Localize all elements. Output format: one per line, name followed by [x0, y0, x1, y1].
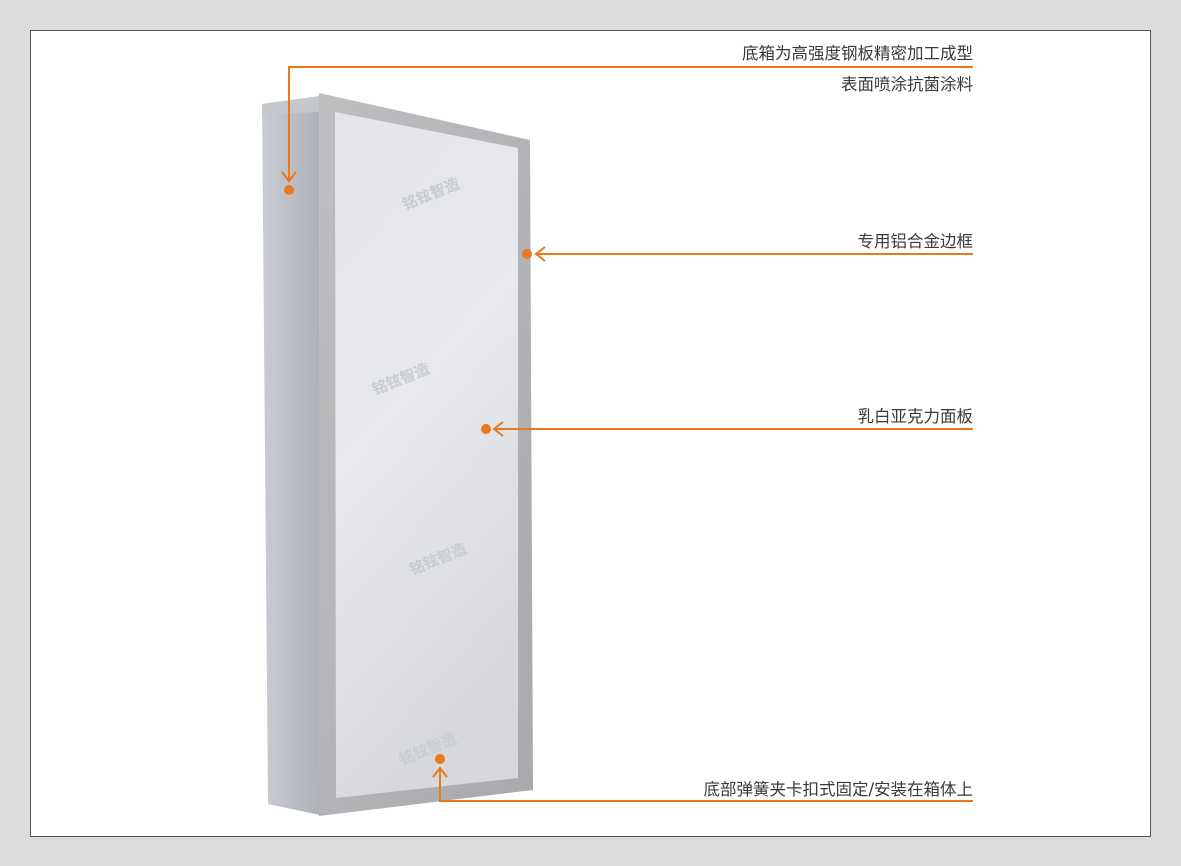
- light-box-product: 铭铉智造 铭铉智造 铭铉智造 铭铉智造: [262, 93, 533, 816]
- dot-clip: [435, 754, 445, 764]
- dot-panel: [481, 424, 491, 434]
- canvas-frame: [30, 30, 1151, 837]
- callout-panel: 乳白亚克力面板: [858, 407, 974, 426]
- acrylic-panel: [335, 112, 518, 798]
- steel-box-side: [262, 96, 320, 815]
- callout-clip: 底部弹簧夹卡扣式固定/安装在箱体上: [703, 780, 973, 799]
- arrowhead-icon: [281, 171, 297, 183]
- steel-box-top-edge: [262, 96, 320, 114]
- arrowhead-icon: [432, 766, 448, 778]
- callout-frame: 专用铝合金边框: [858, 232, 974, 251]
- callout-line-box: [288, 66, 973, 180]
- dot-frame: [522, 249, 532, 259]
- callout-lines: [281, 66, 973, 802]
- callout-box-line1: 底箱为高强度钢板精密加工成型: [742, 44, 973, 63]
- callout-dots: [284, 185, 532, 764]
- arrowhead-icon: [534, 246, 546, 262]
- arrowhead-icon: [492, 421, 504, 437]
- dot-box: [284, 185, 294, 195]
- callout-box-line2: 表面喷涂抗菌涂料: [841, 75, 973, 94]
- callout-line-clip: [439, 768, 973, 802]
